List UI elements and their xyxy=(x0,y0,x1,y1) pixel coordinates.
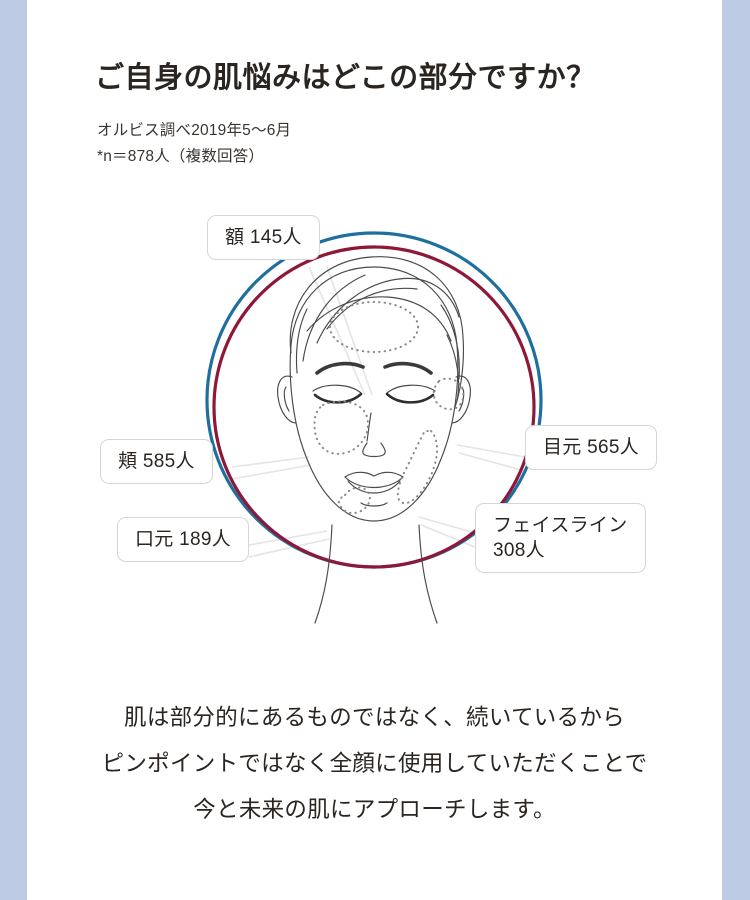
face-illustration xyxy=(277,256,471,624)
ear-right xyxy=(451,375,471,424)
right-edge-strip xyxy=(722,0,750,900)
region-forehead xyxy=(329,301,419,353)
region-faceline xyxy=(397,430,438,505)
label-forehead[interactable]: 額 145人 xyxy=(207,215,320,260)
ear-left-inner xyxy=(283,386,290,412)
region-mouth xyxy=(337,486,371,515)
leader-lines xyxy=(231,266,526,558)
eye-right-lash xyxy=(385,392,435,404)
left-edge-strip xyxy=(0,0,27,900)
face-diagram: 額 145人 目元 565人 頬 585人 口元 189人 フェイスライン 30… xyxy=(27,195,722,675)
hair-outline xyxy=(289,256,464,408)
eye-left-lash xyxy=(313,392,363,404)
region-eye-corner-right xyxy=(432,377,465,411)
nose xyxy=(362,442,386,458)
decorative-rings xyxy=(205,231,543,569)
eyebrow-right xyxy=(383,361,433,375)
lip-line xyxy=(344,476,404,488)
concern-regions xyxy=(313,301,465,515)
summary-text: 肌は部分的にあるものではなく、続いているから ピンポイントではなく全顔に使用して… xyxy=(101,705,648,822)
label-face-line[interactable]: フェイスライン 308人 xyxy=(475,503,646,573)
hair-strand-6 xyxy=(295,308,308,374)
lip-lower xyxy=(347,480,401,494)
hair-strand-1 xyxy=(316,277,460,344)
survey-source-note: オルビス調べ2019年5〜6月 *n＝878人（複数回答） xyxy=(97,122,292,165)
label-eye-area[interactable]: 目元 565人 xyxy=(525,425,658,470)
hairline xyxy=(306,296,452,342)
page-title: ご自身の肌悩みはどこの部分ですか？ xyxy=(95,62,596,94)
page-content: ご自身の肌悩みはどこの部分ですか？ オルビス調べ2019年5〜6月 *n＝878… xyxy=(27,0,722,900)
hair-strand-4 xyxy=(440,304,460,380)
neck xyxy=(314,524,438,624)
label-mouth-area[interactable]: 口元 189人 xyxy=(117,517,250,562)
eye-right-lid xyxy=(386,384,436,394)
hair-strand-5 xyxy=(446,334,460,402)
lip-upper xyxy=(344,471,404,478)
ear-left xyxy=(277,375,297,424)
ring-inner-crimson xyxy=(212,245,536,569)
concern-labels: 額 145人 目元 565人 頬 585人 口元 189人 フェイスライン 30… xyxy=(27,195,722,675)
nose-bridge xyxy=(366,412,372,442)
eyebrow-left xyxy=(315,361,365,375)
hair-strand-2 xyxy=(302,274,366,362)
hair-strand-3 xyxy=(326,287,418,330)
region-cheek-left xyxy=(313,400,369,455)
eye-left-lid xyxy=(312,384,362,394)
chin-crease xyxy=(360,502,388,507)
label-cheek[interactable]: 頬 585人 xyxy=(100,439,213,484)
